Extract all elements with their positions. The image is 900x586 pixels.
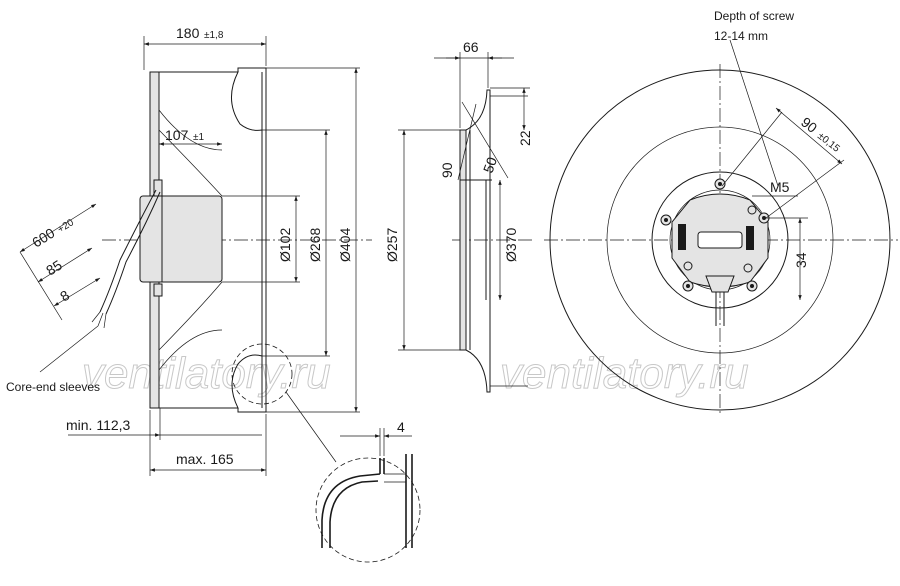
detail-view: 4 <box>285 391 421 563</box>
detail-circle <box>315 457 421 563</box>
dim-max: max. 165 <box>176 451 234 467</box>
dim-180-tol: ±1,8 <box>204 30 224 41</box>
dim-4: 4 <box>397 419 405 435</box>
dim-90-angle: 90 <box>439 162 455 178</box>
mounting-holes <box>660 178 770 292</box>
dim-dia-257: Ø257 <box>384 228 400 262</box>
dim-600-tol: +20 <box>56 217 77 236</box>
detail-marker-circle <box>231 343 293 405</box>
dim-dia-404: Ø404 <box>337 228 353 262</box>
dim-600: 600 <box>29 224 57 250</box>
dim-90-bolt: 90 <box>798 114 820 136</box>
watermarks: ventilatory.ru ventilatory.ru <box>82 349 750 399</box>
dim-107-tol: ±1 <box>193 132 204 143</box>
dim-dia-268: Ø268 <box>307 228 323 262</box>
depth-label-1: Depth of screw <box>714 9 794 23</box>
dim-90-bolt-tol: ±0,15 <box>815 131 842 155</box>
front-view: Depth of screw 12-14 mm 90 ±0,15 M5 34 <box>544 9 898 416</box>
thread-m5: M5 <box>770 179 790 195</box>
watermark-right: ventilatory.ru <box>500 349 749 398</box>
watermark-left: ventilatory.ru <box>82 349 331 398</box>
dim-85: 85 <box>43 257 65 279</box>
dim-34: 34 <box>793 252 809 268</box>
core-end-sleeves-label: Core-end sleeves <box>6 380 100 394</box>
dim-dia-370: Ø370 <box>503 228 519 262</box>
dim-66: 66 <box>463 39 479 55</box>
dim-22: 22 <box>517 130 533 146</box>
side-view: 180 ±1,8 107 ±1 Ø102 Ø268 Ø404 600 +20 8… <box>6 25 372 476</box>
cable-gland <box>153 179 163 197</box>
dim-180: 180 <box>176 25 200 41</box>
nozzle-view: 66 22 50 90 Ø257 Ø370 <box>384 39 534 393</box>
dim-dia-102: Ø102 <box>277 228 293 262</box>
dim-min: min. 112,3 <box>66 417 131 433</box>
cable-outlet <box>705 275 735 293</box>
dim-107: 107 <box>165 127 189 143</box>
cable <box>99 189 157 313</box>
dim-8: 8 <box>57 287 72 305</box>
dim-50: 50 <box>480 155 500 175</box>
motor-body <box>139 195 223 283</box>
core-end-sleeves <box>91 311 107 329</box>
depth-label-2: 12-14 mm <box>714 29 768 43</box>
